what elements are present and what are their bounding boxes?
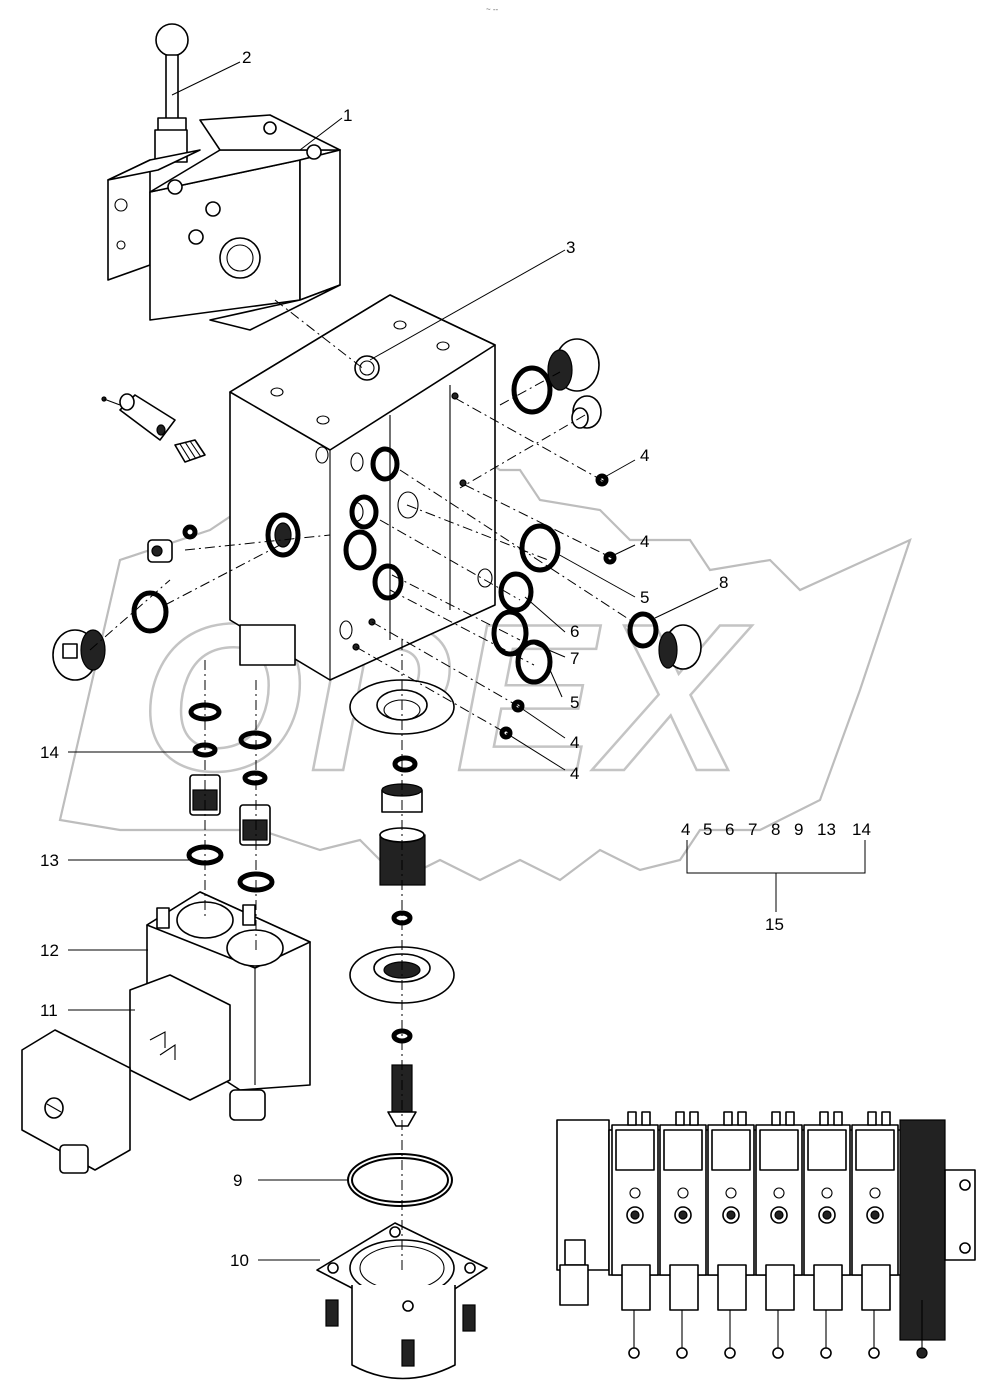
section-coil — [711, 1129, 751, 1171]
callout-14: 14 — [40, 743, 59, 762]
section-base — [717, 1264, 747, 1311]
repair-kit-group: 4 5 6 7 8 9 13 14 15 — [681, 820, 871, 934]
manual-control-unit — [107, 23, 341, 331]
callout-12: 12 — [40, 941, 59, 960]
callout-4-c: 4 — [570, 733, 579, 752]
callout-2: 2 — [242, 48, 251, 67]
section-base — [621, 1264, 651, 1311]
section-coil — [759, 1129, 799, 1171]
callout-8: 8 — [719, 573, 728, 592]
kit-item-6: 6 — [725, 820, 734, 839]
section-port — [629, 1187, 641, 1199]
end-lever-knob — [916, 1347, 928, 1359]
valve-sections — [611, 1111, 971, 1359]
section-coil — [615, 1129, 655, 1171]
section-lever-knob — [820, 1347, 832, 1359]
section-knob-core — [822, 1210, 832, 1220]
callout-3: 3 — [566, 238, 575, 257]
callout-leaders — [68, 61, 866, 1261]
section-port — [725, 1187, 737, 1199]
kit-item-13: 13 — [817, 820, 836, 839]
kit-label-15: 15 — [765, 915, 784, 934]
section-lever-knob — [628, 1347, 640, 1359]
kit-item-5: 5 — [703, 820, 712, 839]
callout-5-b: 5 — [570, 693, 579, 712]
section-port — [677, 1187, 689, 1199]
section-pin — [627, 1111, 637, 1126]
valve-body — [229, 294, 496, 681]
section-base — [813, 1264, 843, 1311]
callout-10: 10 — [230, 1251, 249, 1270]
section-knob-core — [630, 1210, 640, 1220]
section-port — [773, 1187, 785, 1199]
section-pin — [867, 1111, 877, 1126]
callout-4-b: 4 — [640, 532, 649, 551]
section-lever-knob — [724, 1347, 736, 1359]
assembly-centerlines — [89, 299, 631, 1270]
section-pin — [833, 1111, 843, 1126]
kit-item-14: 14 — [852, 820, 871, 839]
section-lever-knob — [772, 1347, 784, 1359]
section-knob-core — [726, 1210, 736, 1220]
kit-item-8: 8 — [771, 820, 780, 839]
section-pin — [737, 1111, 747, 1126]
section-base — [669, 1264, 699, 1311]
callout-labels: 2 1 3 4 4 5 6 7 5 4 4 8 9 10 11 12 13 14 — [40, 48, 728, 1270]
callout-11: 11 — [40, 1001, 58, 1020]
callout-7: 7 — [570, 649, 579, 668]
section-pin — [689, 1111, 699, 1126]
section-pin — [771, 1111, 781, 1126]
end-screw — [959, 1242, 971, 1254]
callout-4-a: 4 — [640, 446, 649, 465]
section-pin — [819, 1111, 829, 1126]
callout-9: 9 — [233, 1171, 242, 1190]
top-mark: ~ -- — [486, 5, 499, 14]
assembled-valve-bank — [556, 1111, 976, 1359]
section-coil — [663, 1129, 703, 1171]
left-side-components — [52, 393, 206, 681]
section-lever-knob — [676, 1347, 688, 1359]
section-knob-core — [678, 1210, 688, 1220]
kit-item-9: 9 — [794, 820, 803, 839]
section-pin — [785, 1111, 795, 1126]
section-pin — [675, 1111, 685, 1126]
section-coil — [807, 1129, 847, 1171]
callout-1: 1 — [343, 106, 352, 125]
callout-13: 13 — [40, 851, 59, 870]
section-lever-knob — [868, 1347, 880, 1359]
callout-5-a: 5 — [640, 588, 649, 607]
section-port — [821, 1187, 833, 1199]
section-pin — [881, 1111, 891, 1126]
callout-6: 6 — [570, 622, 579, 641]
section-base — [765, 1264, 795, 1311]
callout-4-d: 4 — [570, 764, 579, 783]
section-pin — [641, 1111, 651, 1126]
section-port — [869, 1187, 881, 1199]
section-knob-core — [870, 1210, 880, 1220]
section-base — [861, 1264, 891, 1311]
section-pin — [723, 1111, 733, 1126]
end-screw — [959, 1179, 971, 1191]
section-coil — [855, 1129, 895, 1171]
kit-item-7: 7 — [748, 820, 757, 839]
kit-item-4: 4 — [681, 820, 690, 839]
base-flange — [316, 1222, 488, 1380]
solenoid-stack-parts — [21, 702, 311, 1174]
section-knob-core — [774, 1210, 784, 1220]
